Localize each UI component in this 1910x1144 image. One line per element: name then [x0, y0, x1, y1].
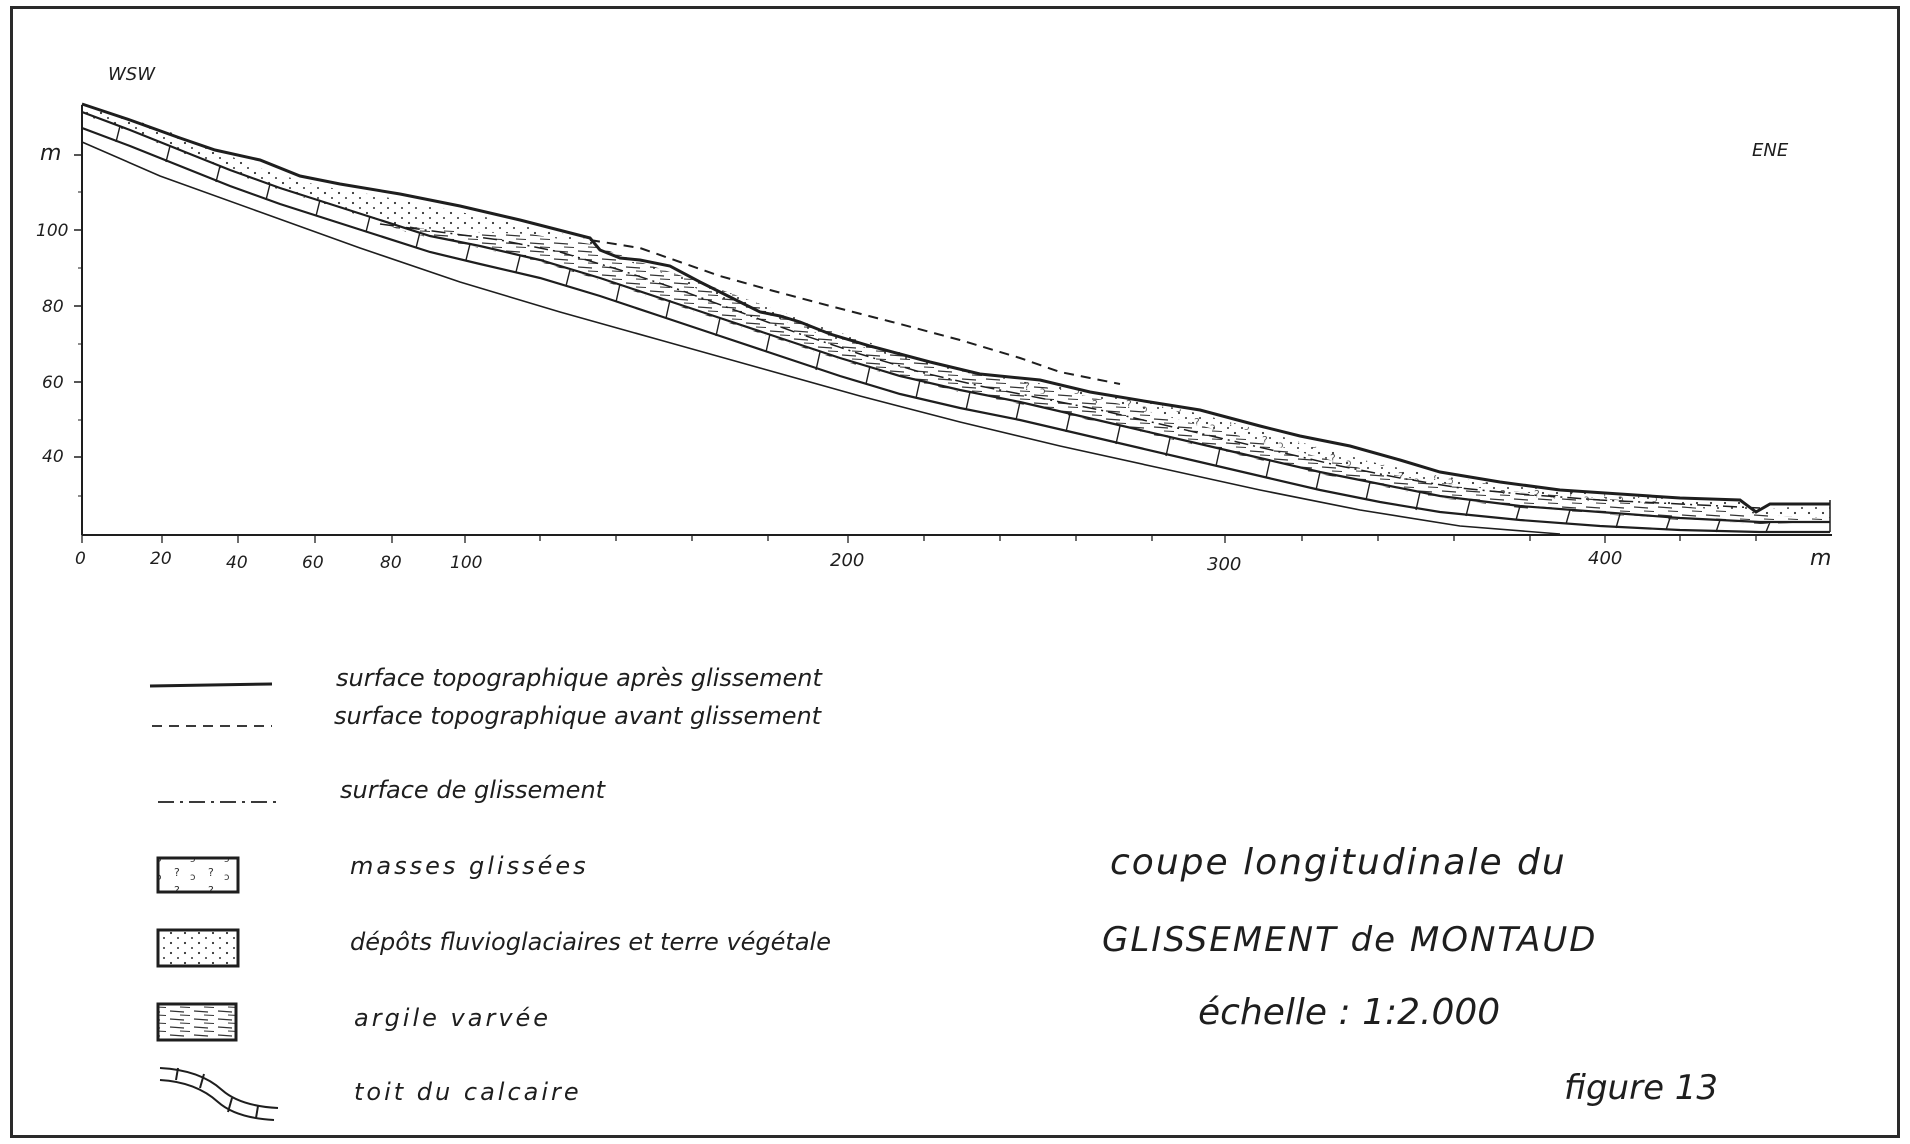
- x-tick-label: 0: [75, 549, 86, 569]
- x-tick-label: 20: [150, 549, 172, 569]
- topo-surface-after-line: [81, 102, 1830, 514]
- x-tick-label: 80: [380, 553, 402, 573]
- legend-symbol-solid-line: [149, 682, 273, 688]
- x-tick-label: 200: [830, 550, 864, 571]
- fluvioglacial-deposits-layer: [82, 104, 1830, 518]
- legend-symbol-dotted-box: [156, 928, 240, 968]
- legend-label-topo-before: surface topographique avant glissement: [334, 702, 822, 730]
- legend-label-topo-after: surface topographique après glissement: [336, 664, 822, 692]
- x-axis: [81, 534, 1832, 543]
- figure-frame: [10, 6, 1900, 1138]
- slipped-masses-layer: [1020, 380, 1680, 506]
- legend-symbol-striped-box: [156, 1002, 238, 1042]
- legend-symbol-masses-box: [156, 856, 240, 894]
- sliding-surface-line: [379, 223, 1761, 509]
- y-tick-label: 100: [36, 221, 68, 241]
- legend-label-sliding-surface: surface de glissement: [340, 776, 606, 804]
- limestone-bottom-line: [81, 126, 1830, 534]
- x-tick-label: 40: [226, 553, 248, 573]
- y-tick-label: 40: [42, 447, 64, 467]
- legend: [149, 682, 279, 1121]
- y-axis: [74, 105, 83, 535]
- orientation-left-label: WSW: [108, 64, 156, 85]
- limestone-ticks: [115, 125, 1771, 533]
- legend-label-fluvioglacial: dépôts fluvioglaciaires et terre végétal…: [350, 928, 831, 956]
- title-line-1: coupe longitudinale du: [1110, 842, 1567, 883]
- figure-label: figure 13: [1564, 1068, 1719, 1108]
- legend-label-limestone: toit du calcaire: [354, 1078, 582, 1106]
- geologic-section: [81, 102, 1831, 535]
- orientation-right-label: ENE: [1752, 140, 1789, 161]
- topo-surface-before-line: [589, 239, 1121, 385]
- scale-label: échelle : 1:2.000: [1198, 992, 1501, 1033]
- y-unit-label: m: [40, 141, 61, 166]
- x-tick-label: 400: [1588, 548, 1622, 569]
- legend-label-varved-clay: argile varvée: [354, 1004, 552, 1032]
- legend-label-slipped-masses: masses glissées: [350, 852, 589, 880]
- x-unit-label: m: [1810, 546, 1831, 571]
- x-tick-label: 300: [1207, 554, 1241, 575]
- limestone-lower-line: [81, 141, 1561, 535]
- varved-clay-layer: [380, 222, 1830, 524]
- y-tick-label: 60: [42, 373, 64, 393]
- x-tick-label: 100: [450, 553, 482, 573]
- legend-symbol-limestone-band: [159, 1067, 279, 1121]
- title-line-2: GLISSEMENT de MONTAUD: [1102, 920, 1598, 960]
- x-tick-label: 60: [302, 553, 324, 573]
- limestone-top-line: [81, 110, 1830, 524]
- y-tick-label: 80: [42, 297, 64, 317]
